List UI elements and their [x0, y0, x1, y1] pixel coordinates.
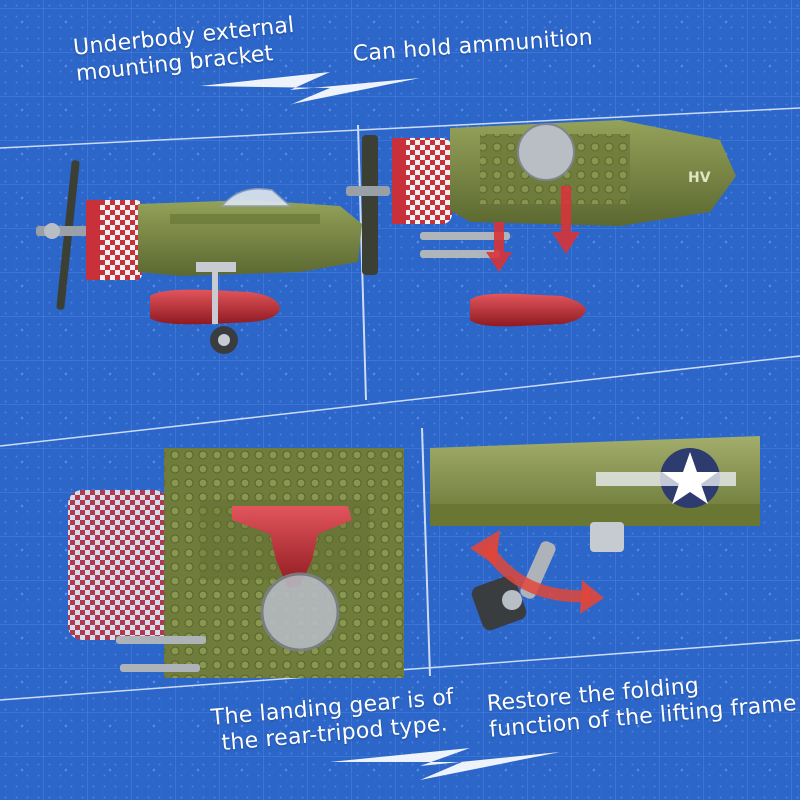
fuselage-marking: HV	[688, 170, 711, 186]
lightning-bolt-icon	[200, 72, 420, 104]
landing-gear-detail	[68, 448, 404, 678]
insignia-star-icon	[596, 448, 736, 508]
folding-gear-detail	[430, 436, 760, 631]
lightning-bolt-icon	[330, 748, 560, 780]
down-arrow-icon	[486, 186, 580, 272]
plane-underside-view: HV	[346, 120, 736, 327]
plane-side-view	[36, 160, 362, 354]
